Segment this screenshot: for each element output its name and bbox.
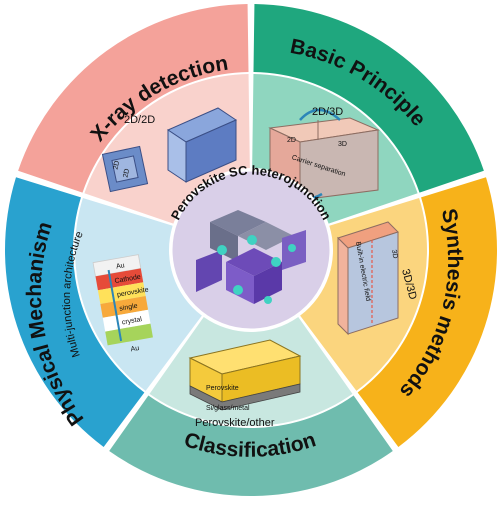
basic-sub-label: 2D/3D: [312, 106, 343, 118]
phys-outer-segment: [4, 177, 145, 447]
class-outer-segment: [109, 395, 393, 496]
phys-au-top: Au: [116, 262, 126, 270]
xray-chip-b: 2D: [122, 168, 131, 178]
xray-outer-segment: [18, 4, 249, 193]
synth-illustration: 3D/3D Built-in electric field 3D: [337, 221, 419, 336]
phys-layer-0: Cathode: [114, 274, 141, 286]
xray-illustration: 2D/2D 2D 2D: [101, 107, 238, 193]
class-top-label: Perovskite: [206, 385, 239, 392]
synth-outer-segment: [357, 177, 497, 447]
xray-chip-a: 2D: [112, 160, 121, 170]
class-sub-label: Perovskite/other: [195, 417, 275, 429]
synth-3d-label: 3D: [390, 249, 398, 259]
basic-outer-segment: [253, 4, 484, 193]
class-illustration: Perovskite Si/glass/metal Perovskite/oth…: [188, 339, 302, 429]
crystal-lattice: [196, 210, 306, 304]
phys-layer-3: crystal: [121, 316, 143, 326]
basic-2d-label: 2D: [287, 137, 296, 144]
basic-illustration: 2D/3D 2D 3D Carrier separation: [268, 106, 380, 201]
xray-sub-label: 2D/2D: [124, 114, 155, 126]
phys-layer-2: single: [119, 303, 138, 313]
basic-3d-label: 3D: [338, 141, 347, 148]
class-bottom-label: Si/glass/metal: [206, 405, 250, 412]
phys-au-bottom: Au: [130, 345, 140, 353]
